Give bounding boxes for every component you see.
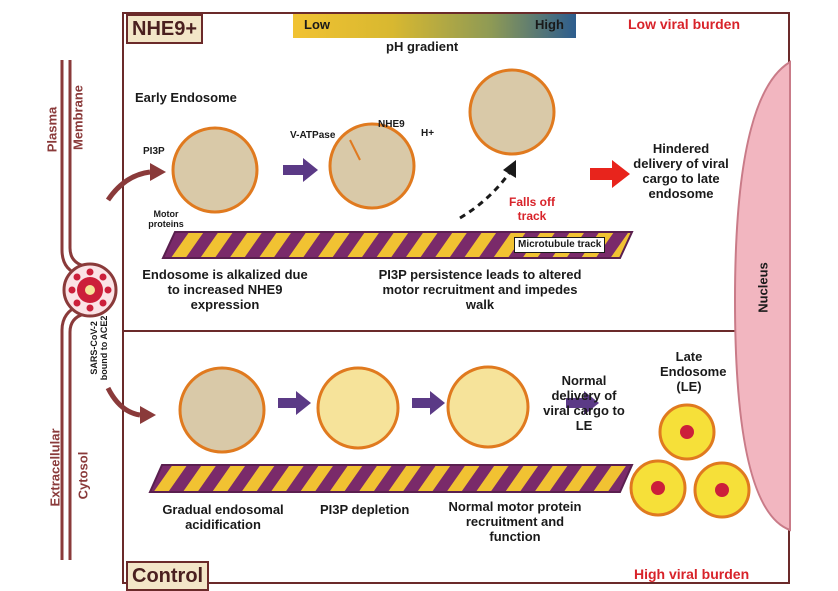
process-arrow-bottom-2 (412, 391, 445, 415)
membrane-label: Membrane (70, 84, 86, 151)
extracellular-label: Extracellular (47, 428, 63, 507)
early-endosome-label: Early Endosome (135, 90, 237, 105)
panel-divider (122, 330, 790, 332)
bottom-endosome-3 (446, 365, 530, 449)
top-endosome-3 (468, 68, 556, 156)
ph-gradient-bar (293, 14, 576, 38)
hindered-delivery-label: Hindered delivery of viral cargo to late… (633, 141, 729, 201)
high-viral-burden-label: High viral burden (634, 566, 750, 582)
process-arrow-bottom-1 (278, 391, 311, 415)
cytosol-label: Cytosol (75, 451, 91, 500)
motor-proteins-label: Motor proteins (148, 209, 184, 230)
bottom-caption-1: Gradual endosomal acidification (162, 502, 284, 532)
process-arrow-top-1 (283, 158, 318, 182)
falls-off-track-label: Falls off track (508, 195, 555, 223)
top-caption-left: Endosome is alkalized due to increased N… (142, 267, 308, 312)
bottom-caption-2: PI3P depletion (320, 502, 410, 517)
late-endosome-label: Late Endosome (LE) (660, 349, 727, 394)
ph-gradient-title: pH gradient (386, 39, 459, 54)
late-endosome-2 (629, 459, 687, 517)
control-panel-tag: Control (126, 561, 210, 591)
entry-arrow-top (105, 169, 151, 202)
ph-low-label: Low (304, 17, 330, 32)
bottom-caption-3: Normal motor protein recruitment and fun… (448, 499, 582, 544)
entry-arrow-bottom (105, 386, 141, 418)
virus-vesicle (62, 262, 118, 318)
top-caption-right: PI3P persistence leads to altered motor … (378, 267, 582, 312)
bottom-endosome-1 (178, 366, 266, 454)
v-atpase-pointer (349, 139, 361, 161)
normal-delivery-label: Normal delivery of viral cargo to LE (543, 373, 625, 433)
low-viral-burden-label: Low viral burden (628, 16, 741, 32)
ph-high-label: High (535, 17, 564, 32)
top-endosome-2 (328, 122, 416, 210)
microtubule-track-bottom (148, 464, 634, 493)
h-plus-label: H+ (421, 128, 435, 139)
hindered-arrow (590, 160, 630, 188)
top-endosome-1 (171, 126, 259, 214)
nucleus-label: Nucleus (755, 262, 771, 313)
pi3p-label: PI3P (143, 146, 165, 157)
v-atpase-label: V-ATPase (290, 130, 336, 141)
nhe9-panel-tag: NHE9+ (126, 14, 204, 44)
late-endosome-3 (693, 461, 751, 519)
late-endosome-1 (658, 403, 716, 461)
microtubule-track-label: Microtubule track (514, 237, 606, 253)
virus-label: SARS-CoV-2 bound to ACE2 (89, 315, 109, 381)
falls-off-arrow (459, 171, 512, 220)
process-arrow-bottom-3 (566, 391, 599, 415)
bottom-endosome-2 (316, 366, 400, 450)
plasma-label: Plasma (44, 106, 60, 153)
nhe9-label: NHE9 (378, 119, 405, 130)
nucleus-shape (733, 60, 791, 532)
